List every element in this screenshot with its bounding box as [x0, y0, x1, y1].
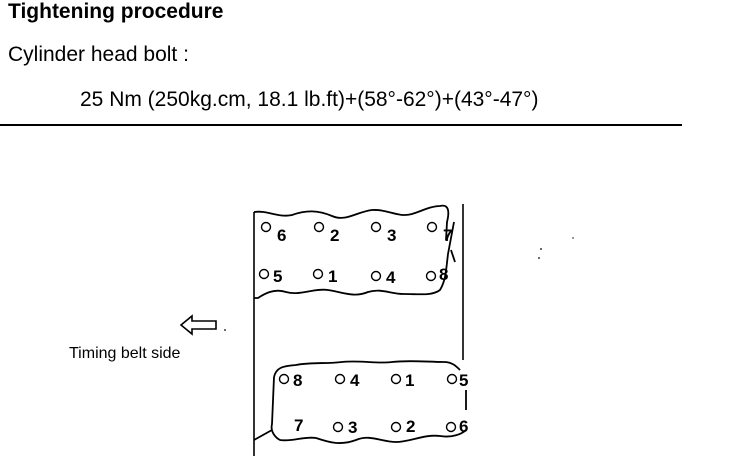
bolt-number: 4: [350, 371, 360, 390]
bolt-hole: [370, 270, 382, 282]
upper-head-bolts: [258, 221, 438, 282]
bolt-hole: [390, 373, 402, 385]
header-divider: [0, 124, 682, 126]
bolt-hole: [334, 373, 346, 385]
bolt-hole: [425, 270, 437, 282]
torque-spec: 25 Nm (250kg.cm, 18.1 lb.ft)+(58°-62°)+(…: [80, 88, 539, 111]
bolt-number: 4: [386, 268, 396, 287]
bolt-number: 8: [439, 265, 448, 284]
lower-head-outline: [253, 360, 467, 444]
bolt-hole: [446, 373, 458, 385]
scan-specks: [224, 237, 574, 331]
bolt-number: 5: [459, 371, 468, 390]
timing-belt-side-label: Timing belt side: [69, 345, 181, 362]
bolt-number: 1: [405, 371, 414, 390]
bolt-hole: [445, 421, 457, 433]
upper-head-numbers: 6 2 3 7 5 1 4 8: [273, 226, 452, 287]
bolt-hole: [258, 268, 270, 280]
bolt-number: 5: [273, 267, 282, 286]
lower-head-numbers: 8 4 1 5 7 3 2 6: [293, 371, 468, 437]
bolt-number: 1: [328, 267, 337, 286]
bolt-hole: [260, 221, 272, 233]
bolt-number: 3: [387, 226, 396, 245]
page-title: Tightening procedure: [8, 0, 224, 23]
bolt-hole: [278, 373, 290, 385]
bolt-number: 6: [277, 226, 286, 245]
bolt-number: 8: [293, 371, 302, 390]
lower-head-bolts: [278, 373, 458, 433]
bolt-hole: [332, 421, 344, 433]
bolt-hole: [312, 268, 324, 280]
head-frame: [253, 204, 464, 456]
bolt-number: 3: [348, 418, 357, 437]
bolt-hole: [370, 221, 382, 233]
arrow-left-outline-icon: [179, 314, 217, 336]
bolt-hole: [426, 221, 438, 233]
bolt-number: 7: [443, 226, 452, 245]
bolt-number: 6: [459, 417, 468, 436]
upper-head-outline: [253, 204, 456, 299]
bolt-number: 2: [406, 417, 415, 436]
bolt-number: 2: [330, 226, 339, 245]
bolt-hole: [390, 421, 402, 433]
section-subject: Cylinder head bolt :: [8, 43, 189, 66]
bolt-hole: [313, 221, 325, 233]
bolt-number: 7: [294, 416, 303, 435]
